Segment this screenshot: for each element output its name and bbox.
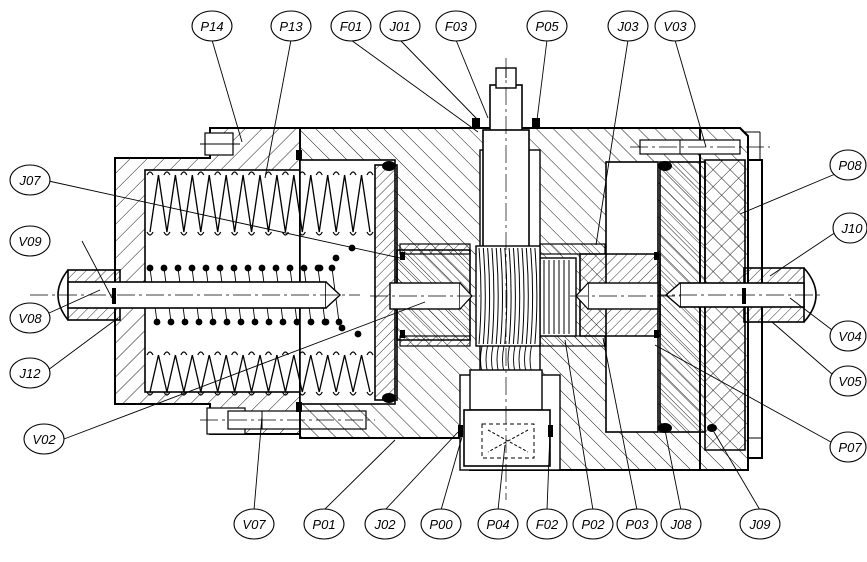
- label-j10: J10: [832, 212, 867, 244]
- label-f02: F02: [526, 508, 568, 540]
- svg-text:F03: F03: [445, 19, 468, 34]
- label-j01: J01: [379, 10, 421, 42]
- outer-spring-lower: [146, 351, 374, 396]
- pinion-shaft: [463, 58, 551, 500]
- svg-text:F02: F02: [536, 517, 559, 532]
- label-j12: J12: [9, 357, 51, 389]
- svg-text:V02: V02: [32, 432, 56, 447]
- svg-text:J07: J07: [19, 173, 42, 188]
- svg-text:V03: V03: [663, 19, 687, 34]
- label-p01: P01: [303, 508, 345, 540]
- label-p14: P14: [191, 10, 233, 42]
- svg-text:P02: P02: [581, 517, 605, 532]
- label-p05: P05: [526, 10, 568, 42]
- label-v09: V09: [9, 225, 51, 257]
- right-stop-screw: [650, 267, 820, 323]
- label-v05: V05: [829, 365, 867, 397]
- inner-spring: [146, 244, 362, 338]
- label-j07: J07: [9, 164, 51, 196]
- label-f03: F03: [435, 10, 477, 42]
- label-f01: F01: [330, 10, 372, 42]
- svg-text:J12: J12: [19, 366, 42, 381]
- label-p13: P13: [270, 10, 312, 42]
- label-p04: P04: [477, 508, 519, 540]
- svg-text:V05: V05: [838, 374, 862, 389]
- label-p03: P03: [616, 508, 658, 540]
- svg-text:F01: F01: [340, 19, 362, 34]
- label-v03: V03: [654, 10, 696, 42]
- label-v07: V07: [233, 508, 275, 540]
- svg-text:V09: V09: [18, 234, 41, 249]
- svg-text:P03: P03: [625, 517, 649, 532]
- label-p07: P07: [829, 431, 867, 463]
- outer-spring-upper: [146, 171, 374, 236]
- svg-text:P01: P01: [312, 517, 335, 532]
- label-v02: V02: [23, 423, 65, 455]
- label-p00: P00: [420, 508, 462, 540]
- svg-text:P14: P14: [200, 19, 223, 34]
- svg-text:V08: V08: [18, 311, 42, 326]
- label-p02: P02: [572, 508, 614, 540]
- leader-lines: [37, 39, 843, 511]
- svg-text:J09: J09: [749, 517, 771, 532]
- label-p08: P08: [829, 149, 867, 181]
- svg-text:J02: J02: [374, 517, 397, 532]
- svg-text:P05: P05: [535, 19, 559, 34]
- svg-text:V07: V07: [242, 517, 266, 532]
- svg-text:P00: P00: [429, 517, 453, 532]
- left-stop-screw: [30, 269, 360, 321]
- svg-text:J10: J10: [841, 221, 864, 236]
- svg-text:P04: P04: [486, 517, 509, 532]
- label-bubbles: P14 P13 F01 J01 F03 P05 J03 V03 J07 V09 …: [9, 10, 867, 540]
- label-j02: J02: [364, 508, 406, 540]
- svg-text:J03: J03: [617, 19, 640, 34]
- label-j03: J03: [607, 10, 649, 42]
- label-j08: J08: [660, 508, 702, 540]
- svg-text:P07: P07: [838, 440, 862, 455]
- label-j09: J09: [739, 508, 781, 540]
- piston-bolts: [370, 282, 680, 310]
- svg-text:J08: J08: [670, 517, 693, 532]
- svg-text:P13: P13: [279, 19, 303, 34]
- svg-text:P08: P08: [838, 158, 862, 173]
- svg-text:J01: J01: [389, 19, 411, 34]
- label-v08: V08: [9, 302, 51, 334]
- rack-teeth: [543, 260, 570, 334]
- seals: [112, 118, 746, 437]
- svg-text:V04: V04: [838, 329, 861, 344]
- label-v04: V04: [829, 320, 867, 352]
